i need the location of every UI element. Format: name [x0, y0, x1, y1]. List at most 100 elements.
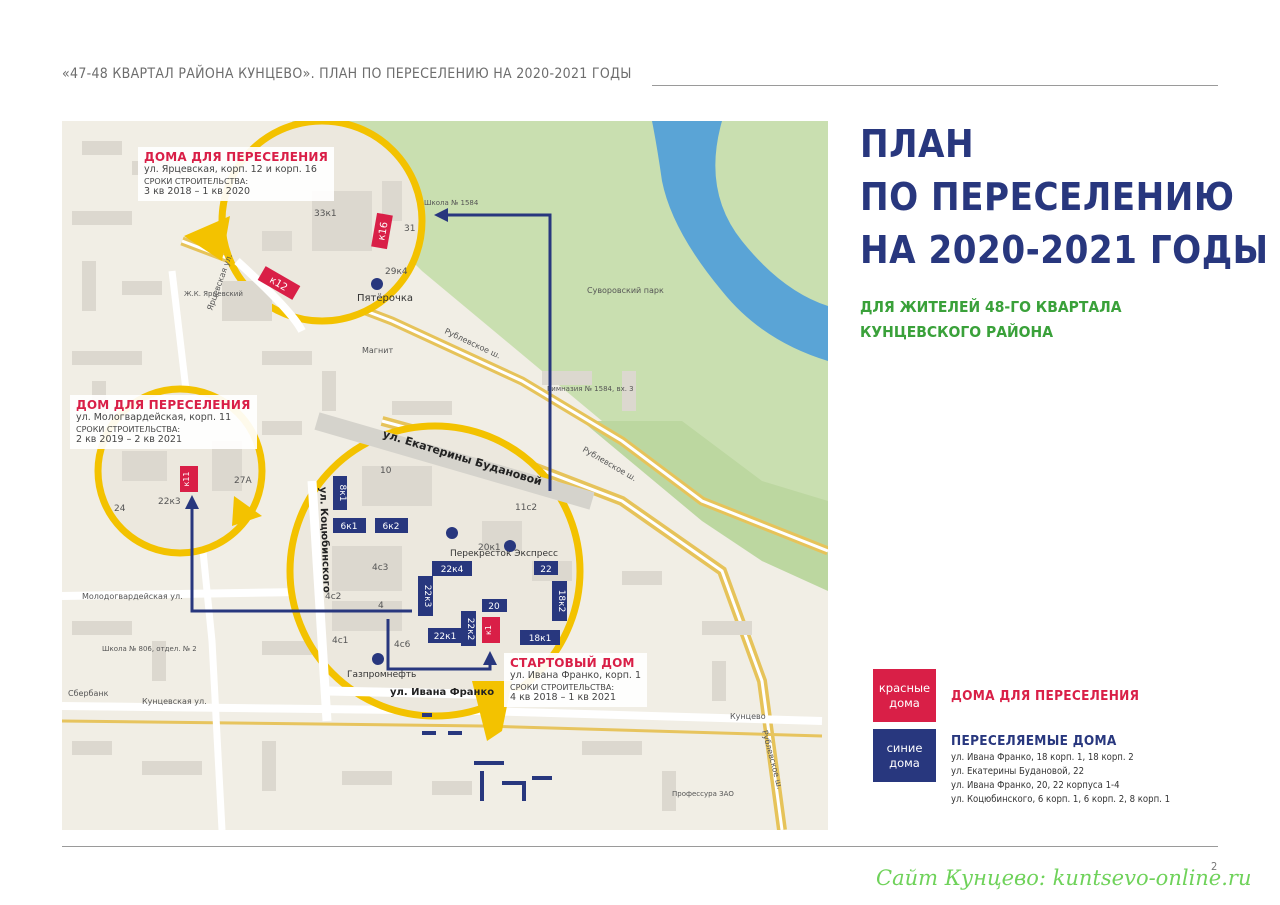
svg-text:4с3: 4с3 — [372, 563, 388, 573]
svg-text:Гимназия № 1584, вх. 3: Гимназия № 1584, вх. 3 — [547, 385, 634, 393]
legend-list-item: ул. Ивана Франко, 18 корп. 1, 18 корп. 2 — [951, 752, 1134, 763]
legend-blue-label: ПЕРЕСЕЛЯЕМЫЕ ДОМА — [951, 733, 1117, 749]
subtitle-line-1: ДЛЯ ЖИТЕЛЕЙ 48-ГО КВАРТАЛА — [860, 298, 1122, 316]
callout-start-title: СТАРТОВЫЙ ДОМ — [510, 656, 635, 670]
city-blocks — [72, 141, 752, 811]
title-line-2: ПО ПЕРЕСЕЛЕНИЮ — [860, 175, 1235, 219]
svg-text:22к3: 22к3 — [158, 497, 181, 507]
svg-text:Школа № 1584: Школа № 1584 — [424, 199, 479, 207]
svg-text:6к1: 6к1 — [341, 522, 358, 532]
svg-text:к16: к16 — [376, 221, 390, 241]
page-title: ПЛАН ПО ПЕРЕСЕЛЕНИЮ НА 2020-2021 ГОДЫ — [860, 118, 1269, 277]
blue-building-22k3: 22к3 — [418, 576, 433, 616]
legend-blue-swatch-label: синие дома — [886, 740, 923, 770]
callout-north-dates: 3 кв 2018 – 1 кв 2020 — [144, 186, 250, 197]
callout-west-title: ДОМ ДЛЯ ПЕРЕСЕЛЕНИЯ — [76, 398, 251, 412]
svg-text:4с2: 4с2 — [325, 592, 341, 602]
legend-blue-swatch: синие дома — [873, 729, 936, 782]
svg-text:Магнит: Магнит — [362, 346, 393, 355]
svg-text:Пятёрочка: Пятёрочка — [357, 293, 413, 304]
blue-building-20: 20 — [482, 599, 507, 612]
svg-text:Школа № 806, отдел. № 2: Школа № 806, отдел. № 2 — [102, 645, 197, 653]
callout-start: СТАРТОВЫЙ ДОМ ул. Ивана Франко, корп. 1 … — [504, 653, 648, 707]
svg-text:20: 20 — [488, 602, 500, 612]
svg-text:Газпромнефть: Газпромнефть — [347, 670, 416, 680]
arrow-to-start — [483, 651, 497, 665]
arrow-to-north — [434, 208, 448, 222]
svg-text:33к1: 33к1 — [314, 209, 337, 219]
svg-text:4с6: 4с6 — [394, 640, 411, 650]
document-header: «47-48 КВАРТАЛ РАЙОНА КУНЦЕВО». ПЛАН ПО … — [62, 66, 632, 82]
svg-text:29к4: 29к4 — [385, 267, 408, 277]
svg-text:18к1: 18к1 — [529, 634, 552, 644]
svg-text:Суворовский парк: Суворовский парк — [587, 286, 664, 295]
svg-text:к11: к11 — [182, 471, 191, 486]
circle-west-pointer — [232, 496, 262, 526]
blue-building-22k1: 22к1 — [428, 628, 462, 643]
blue-building-6k1: 6к1 — [333, 518, 366, 533]
svg-text:Молодогвардейская ул.: Молодогвардейская ул. — [82, 592, 183, 601]
callout-start-dates: 4 кв 2018 – 1 кв 2021 — [510, 692, 616, 703]
legend-red-label: ДОМА ДЛЯ ПЕРЕСЕЛЕНИЯ — [951, 688, 1140, 704]
page-subtitle: ДЛЯ ЖИТЕЛЕЙ 48-ГО КВАРТАЛА КУНЦЕВСКОГО Р… — [860, 295, 1122, 345]
svg-text:11с2: 11с2 — [515, 503, 537, 513]
blue-building-22k2: 22к2 — [461, 611, 476, 646]
svg-text:8к1: 8к1 — [337, 485, 347, 502]
circle-main-pointer — [472, 681, 512, 741]
svg-text:Перекресток Экспресс: Перекресток Экспресс — [450, 549, 558, 559]
svg-text:к1: к1 — [484, 625, 493, 635]
legend-red-swatch: красные дома — [873, 669, 936, 722]
page-number: 2 — [1211, 860, 1218, 873]
callout-west-address: ул. Мологвардейская, корп. 11 — [76, 412, 232, 423]
svg-text:22к4: 22к4 — [441, 565, 464, 575]
callout-north: ДОМА ДЛЯ ПЕРЕСЕЛЕНИЯ ул. Ярцевская, корп… — [138, 147, 335, 201]
legend-list-item: ул. Ивана Франко, 20, 22 корпуса 1-4 — [951, 780, 1120, 791]
callout-north-title: ДОМА ДЛЯ ПЕРЕСЕЛЕНИЯ — [144, 150, 329, 164]
blue-building-18k2: 18к2 — [552, 581, 567, 621]
red-building-k11: к11 — [180, 466, 198, 492]
red-building-k16: к16 — [371, 212, 393, 250]
svg-text:10: 10 — [380, 466, 392, 476]
map: к16 к12 33к1 31 29к4 Школа № 1584 Пятёро… — [62, 121, 828, 830]
callout-west: ДОМ ДЛЯ ПЕРЕСЕЛЕНИЯ ул. Мологвардейская,… — [70, 395, 257, 449]
callout-start-address: ул. Ивана Франко, корп. 1 — [510, 670, 642, 681]
legend-list-item: ул. Коцюбинского, 6 корп. 1, 6 корп. 2, … — [951, 794, 1171, 805]
svg-text:Ж.К. Ярцевский: Ж.К. Ярцевский — [184, 290, 243, 298]
svg-text:20к1: 20к1 — [478, 543, 501, 553]
callout-north-terms-label: СРОКИ СТРОИТЕЛЬСТВА: — [144, 177, 249, 186]
svg-text:Кунцево: Кунцево — [730, 712, 766, 721]
red-building-k1: к1 — [482, 617, 500, 643]
svg-text:18к2: 18к2 — [556, 590, 566, 613]
title-line-1: ПЛАН — [860, 122, 975, 166]
circle-north-pointer — [184, 216, 230, 261]
blue-building-8k1: 8к1 — [333, 476, 347, 510]
arrow-to-west — [185, 495, 199, 509]
svg-text:22: 22 — [540, 565, 551, 575]
footer-divider — [62, 846, 1218, 847]
callout-north-address: ул. Ярцевская, корп. 12 и корп. 16 — [144, 164, 317, 175]
legend-blue-list: ул. Ивана Франко, 18 корп. 1, 18 корп. 2… — [951, 751, 1170, 807]
callout-west-terms-label: СРОКИ СТРОИТЕЛЬСТВА: — [76, 425, 181, 434]
svg-text:ул. Коцюбинского: ул. Коцюбинского — [317, 487, 333, 593]
callout-west-dates: 2 кв 2019 – 2 кв 2021 — [76, 434, 182, 445]
svg-text:6к2: 6к2 — [383, 522, 400, 532]
blue-building-22: 22 — [534, 561, 558, 575]
svg-text:4: 4 — [378, 601, 384, 611]
svg-text:31: 31 — [404, 224, 415, 234]
header-divider — [652, 85, 1218, 86]
legend-red-swatch-label: красные дома — [878, 680, 931, 710]
svg-text:4с1: 4с1 — [332, 636, 348, 646]
site-watermark: Сайт Кунцево: kuntsevo-online.ru — [876, 866, 1252, 890]
svg-text:27А: 27А — [234, 476, 252, 486]
svg-text:22к1: 22к1 — [434, 632, 457, 642]
title-line-3: НА 2020-2021 ГОДЫ — [860, 228, 1269, 272]
svg-text:24: 24 — [114, 504, 126, 514]
blue-building-18k1: 18к1 — [520, 630, 560, 645]
river — [652, 121, 828, 361]
legend-list-item: ул. Екатерины Будановой, 22 — [951, 766, 1085, 777]
callout-start-terms-label: СРОКИ СТРОИТЕЛЬСТВА: — [510, 683, 615, 692]
blue-building-22k4: 22к4 — [432, 561, 472, 576]
subtitle-line-2: КУНЦЕВСКОГО РАЙОНА — [860, 323, 1053, 341]
svg-text:Сбербанк: Сбербанк — [68, 689, 109, 698]
blue-building-6k2: 6к2 — [375, 518, 408, 533]
